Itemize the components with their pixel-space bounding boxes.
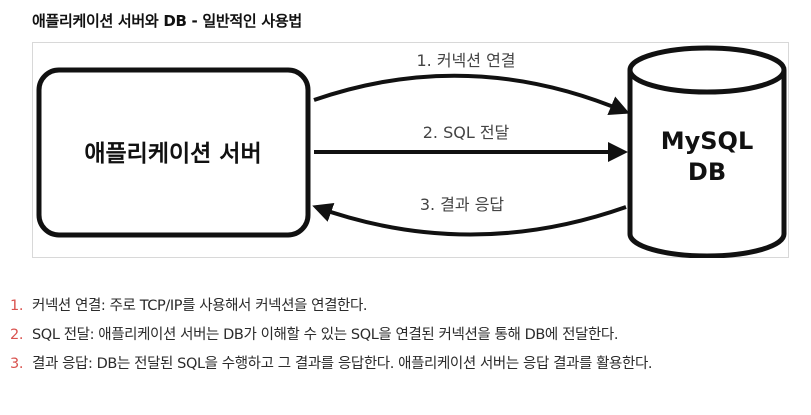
app-server-label: 애플리케이션 서버 xyxy=(84,141,261,167)
step-text: 커넥션 연결: 주로 TCP/IP를 사용해서 커넥션을 연결한다. xyxy=(32,298,368,314)
database-cylinder xyxy=(627,45,787,258)
diagram: 애플리케이션 서버 MySQL DB 1. 커넥션 연결 2. SQL 전달 3… xyxy=(32,42,789,258)
step-text: SQL 전달: 애플리케이션 서버는 DB가 이해할 수 있는 SQL을 연결된… xyxy=(32,327,619,343)
step-number: 2. xyxy=(10,327,24,343)
app-server-box xyxy=(36,67,311,238)
arrow-result-label: 3. 결과 응답 xyxy=(420,195,505,214)
arrow-connect-label: 1. 커넥션 연결 xyxy=(416,51,515,70)
diagram-canvas: 애플리케이션 서버 MySQL DB 1. 커넥션 연결 2. SQL 전달 3… xyxy=(32,42,789,258)
step-item: 2. SQL 전달: 애플리케이션 서버는 DB가 이해할 수 있는 SQL을 연… xyxy=(10,321,805,350)
steps-list: 1. 커넥션 연결: 주로 TCP/IP를 사용해서 커넥션을 연결한다. 2. S… xyxy=(10,292,805,379)
arrow-connect xyxy=(313,73,630,115)
step-item: 3. 결과 응답: DB는 전달된 SQL을 수행하고 그 결과를 응답한다. 애… xyxy=(10,350,805,379)
step-text: 결과 응답: DB는 전달된 SQL을 수행하고 그 결과를 응답한다. 애플리… xyxy=(32,356,653,372)
step-number: 1. xyxy=(10,298,24,314)
page-title: 애플리케이션 서버와 DB - 일반적인 사용법 xyxy=(32,12,302,30)
db-label-mysql: MySQL xyxy=(661,127,754,155)
step-number: 3. xyxy=(10,356,24,372)
arrow-sql-label: 2. SQL 전달 xyxy=(423,123,510,142)
step-item: 1. 커넥션 연결: 주로 TCP/IP를 사용해서 커넥션을 연결한다. xyxy=(10,292,805,321)
db-label-db: DB xyxy=(688,158,726,186)
arrow-result xyxy=(312,202,627,237)
